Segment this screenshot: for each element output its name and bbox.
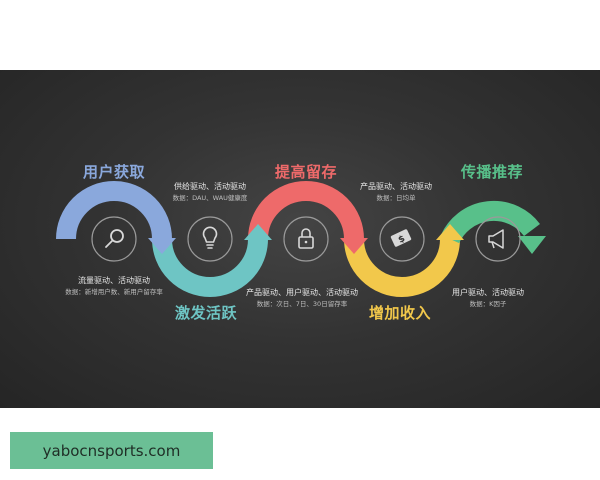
stage-metrics-referral: 数据：K因子 (469, 300, 507, 308)
growth-flow-diagram: $ (56, 181, 546, 297)
arc-revenue (344, 238, 460, 297)
arc-activation (152, 238, 268, 297)
lightbulb-icon (202, 226, 218, 249)
megaphone-icon (488, 229, 504, 249)
arc-acquisition (56, 181, 172, 240)
stage-metrics-revenue: 数据：日均单 (376, 194, 416, 202)
arrowhead-revenue (436, 224, 464, 240)
stage-metrics-acquisition: 数据：新增用户数、新用户留存率 (65, 288, 163, 296)
stage-title-activation: 激发活跃 (174, 304, 238, 322)
magnifier-icon (105, 229, 124, 248)
stage-title-referral: 传播推荐 (460, 163, 524, 181)
icon-ring-revenue (379, 216, 425, 262)
aarrr-funnel-banner: $ 用户获取 激发活跃 提高留存 增加收入 传播推荐 流量驱动、活动驱动 数据：… (0, 70, 600, 408)
arrowhead-acquisition (148, 238, 176, 254)
stage-drivers-referral: 用户驱动、活动驱动 (452, 288, 524, 297)
stage-title-acquisition: 用户获取 (82, 163, 146, 181)
stage-title-revenue: 增加收入 (368, 304, 432, 322)
arc-retention (248, 181, 364, 240)
arc-referral (440, 200, 540, 244)
arrowhead-retention (340, 238, 368, 254)
stage-drivers-revenue: 产品驱动、活动驱动 (360, 182, 432, 191)
watermark-text: yabocnsports.com (42, 441, 181, 460)
arrowhead-referral (518, 236, 546, 254)
icon-ring-retention (283, 216, 329, 262)
stage-drivers-acquisition: 流量驱动、活动驱动 (78, 276, 150, 285)
icon-ring-acquisition (91, 216, 137, 262)
stage-metrics-retention: 数据：次日、7日、30日留存率 (256, 300, 348, 308)
padlock-icon (298, 228, 314, 249)
icon-ring-referral (475, 216, 521, 262)
watermark-badge: yabocnsports.com (10, 432, 213, 469)
arrowhead-activation (244, 224, 272, 240)
stage-drivers-activation: 供给驱动、活动驱动 (174, 182, 246, 191)
money-icon: $ (390, 229, 412, 247)
stage-drivers-retention: 产品驱动、用户驱动、活动驱动 (246, 288, 358, 297)
icon-ring-activation (187, 216, 233, 262)
stage-title-retention: 提高留存 (274, 163, 338, 181)
svg-text:$: $ (397, 234, 407, 246)
stage-metrics-activation: 数据：DAU、WAU健康度 (172, 194, 248, 202)
